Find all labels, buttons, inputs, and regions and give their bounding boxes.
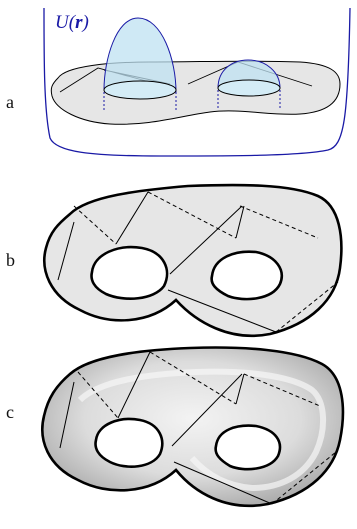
hole-right-a	[218, 80, 280, 96]
billiard-table-b	[44, 185, 341, 336]
panel-c	[42, 348, 343, 506]
potential-label: U(r)	[55, 12, 89, 33]
panel-label-c: c	[6, 402, 14, 422]
panel-b	[44, 185, 341, 336]
panel-label-a: a	[6, 92, 14, 112]
hole-left-a	[104, 81, 176, 99]
panel-label-b: b	[6, 250, 15, 270]
panel-a: U(r)	[44, 8, 350, 156]
